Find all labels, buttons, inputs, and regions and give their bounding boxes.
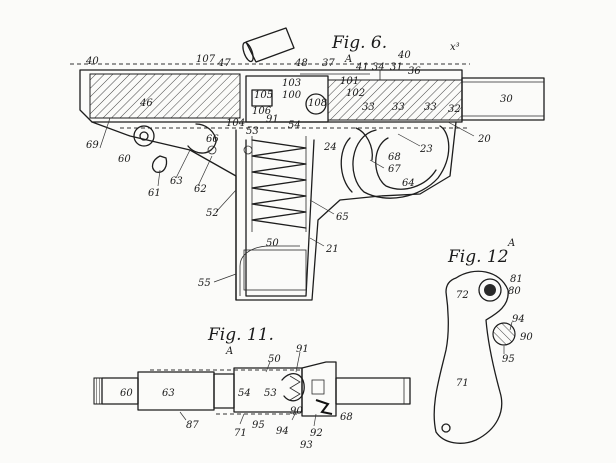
fig6-marker: A (344, 54, 352, 65)
label: 65 (336, 212, 349, 223)
frame-and-grip (91, 121, 457, 301)
fig11-marker: A (225, 346, 233, 357)
label: 50 (266, 238, 279, 249)
label: 62 (194, 184, 207, 195)
figure-11: Fig. 11. A 50 91 (93, 325, 411, 451)
fig6-reference-labels: 40 69 107 47 48 37 41 34 31 40 36 103 10… (85, 50, 513, 289)
recoil-spring (251, 136, 307, 232)
label: 32 (448, 104, 461, 115)
label: 101 (340, 76, 359, 87)
hammer-assembly (133, 123, 373, 173)
label: 95 (502, 354, 515, 365)
label: 48 (294, 58, 308, 69)
fig6-leader-lines (99, 117, 475, 283)
label: 105 (254, 90, 273, 101)
label: 81 (510, 274, 523, 285)
label: 31 (390, 62, 403, 73)
figure-6: Fig. 6. A x³ (70, 27, 545, 301)
label: 64 (402, 178, 415, 189)
label: 41 (355, 62, 369, 73)
label: 30 (500, 94, 513, 105)
label: 68 (340, 412, 353, 423)
label: 34 (372, 62, 385, 73)
label: 61 (148, 188, 161, 199)
label: 52 (206, 208, 219, 219)
figure-12: Fig. 12 A 81 80 72 94 90 95 71 (433, 238, 533, 444)
label: 21 (325, 244, 339, 255)
label: 37 (322, 58, 335, 69)
label: 71 (234, 428, 247, 439)
label: 33 (424, 102, 437, 113)
label: 66 (206, 134, 219, 145)
label: 54 (238, 388, 251, 399)
label: 33 (392, 102, 405, 113)
label: 90 (520, 332, 533, 343)
ejected-cartridge (242, 27, 295, 63)
fig6-superscript: x³ (450, 42, 460, 53)
fig11-reference-labels: 50 91 60 63 54 53 87 71 95 94 90 92 93 6… (120, 344, 353, 451)
label: 60 (118, 154, 131, 165)
label: 95 (252, 420, 265, 431)
label: 93 (300, 440, 313, 451)
label: 68 (388, 152, 401, 163)
label: 72 (456, 290, 469, 301)
label: 87 (186, 420, 199, 431)
label: 47 (217, 58, 231, 69)
label: 69 (86, 140, 99, 151)
fig12-reference-labels: 81 80 72 94 90 95 71 (456, 274, 533, 389)
fig11-title: Fig. 11. (207, 325, 274, 345)
label: 63 (170, 176, 183, 187)
label: 102 (346, 88, 365, 99)
label: 94 (276, 426, 289, 437)
fig11-leader-lines (179, 351, 317, 427)
label: 33 (362, 102, 375, 113)
label: 50 (268, 354, 281, 365)
label: 91 (296, 344, 309, 355)
label: 94 (512, 314, 525, 325)
label: 20 (477, 134, 491, 145)
label: 71 (456, 378, 469, 389)
label: 63 (162, 388, 175, 399)
fig6-title: Fig. 6. (331, 33, 387, 53)
label: 104 (226, 118, 245, 129)
label: 23 (419, 144, 433, 155)
label: 36 (408, 66, 421, 77)
label: 24 (323, 142, 337, 153)
label: 108 (308, 98, 327, 109)
label: 67 (388, 164, 401, 175)
label: 90 (290, 406, 303, 417)
label: 103 (282, 78, 301, 89)
fig12-lever (433, 270, 516, 444)
label: 55 (198, 278, 211, 289)
label: 53 (264, 388, 277, 399)
label: 40 (85, 56, 99, 67)
slide (70, 63, 470, 129)
label: 100 (282, 90, 302, 101)
label: 53 (246, 126, 259, 137)
fig11-assembly (93, 361, 411, 417)
label: 106 (252, 106, 272, 117)
label: 40 (397, 50, 411, 61)
label: 80 (508, 286, 521, 297)
label: 92 (310, 428, 323, 439)
label: 54 (288, 120, 301, 131)
label: 91 (266, 114, 279, 125)
label: 107 (196, 54, 216, 65)
label: 60 (120, 388, 133, 399)
label: 46 (139, 98, 153, 109)
fig12-marker: A (507, 238, 515, 249)
fig12-title: Fig. 12 (447, 247, 509, 267)
